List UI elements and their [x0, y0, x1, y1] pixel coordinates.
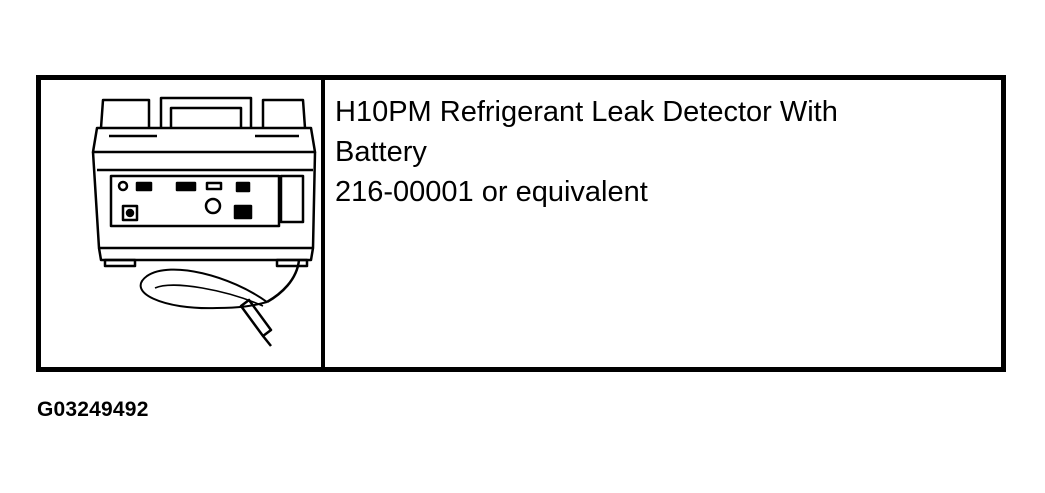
tool-illustration-cell [41, 80, 325, 367]
tool-description-cell: H10PM Refrigerant Leak Detector With Bat… [325, 80, 1001, 367]
tool-part-number: 216-00001 or equivalent [335, 176, 648, 208]
figure-id: G03249492 [37, 398, 149, 421]
tool-name-line-2: Battery [335, 136, 427, 168]
leak-detector-icon [91, 96, 317, 347]
tool-name-line-1: H10PM Refrigerant Leak Detector With [335, 96, 838, 128]
tool-table: H10PM Refrigerant Leak Detector With Bat… [36, 75, 1006, 372]
